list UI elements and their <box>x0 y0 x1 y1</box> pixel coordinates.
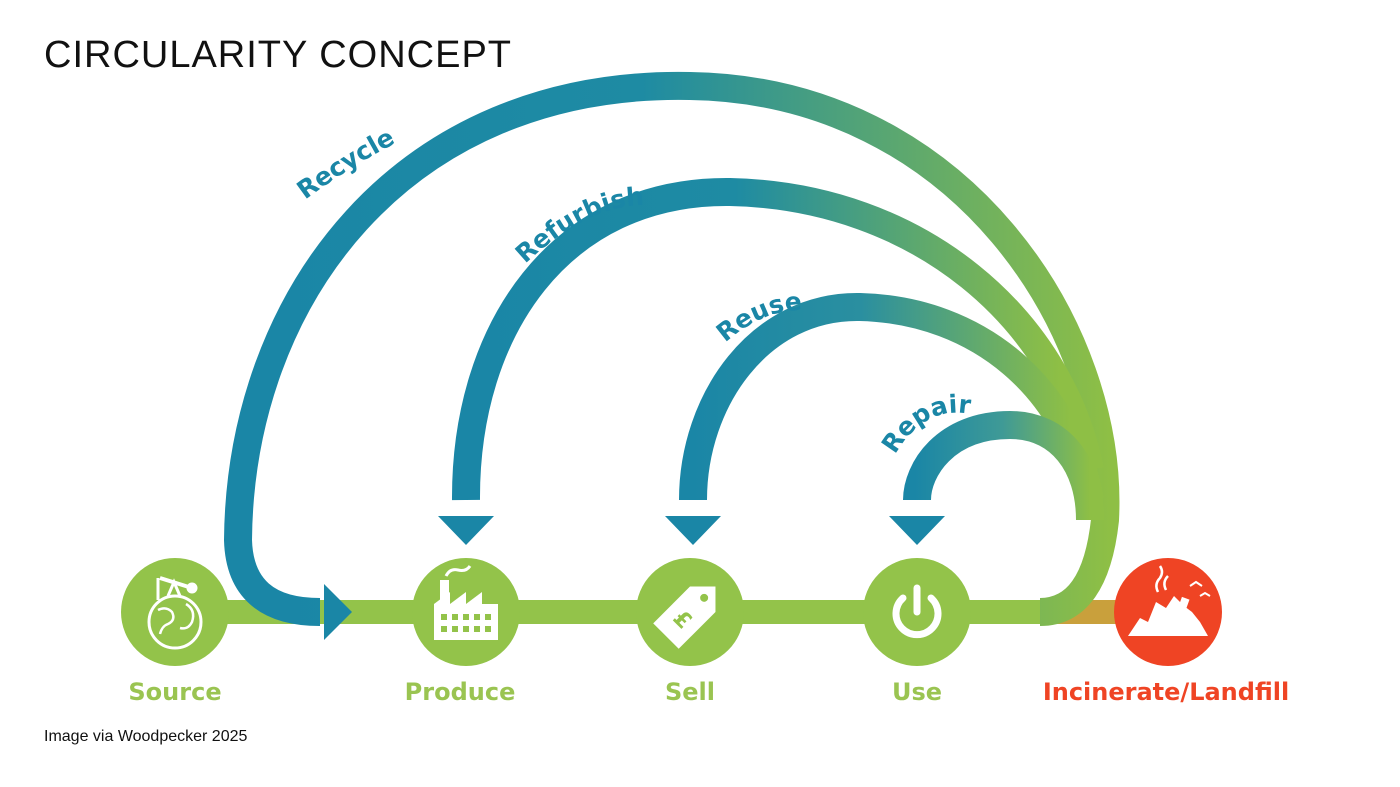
stage-source: Source <box>121 558 229 706</box>
image-caption: Image via Woodpecker 2025 <box>44 728 248 745</box>
oil-pump-globe-icon <box>147 576 203 650</box>
stage-use: Use <box>863 558 971 706</box>
price-tag-icon: £ <box>653 586 716 649</box>
stage-label-sell: Sell <box>665 678 715 706</box>
loop-reuse <box>665 292 1104 545</box>
stage-landfill: Incinerate/Landfill <box>1043 558 1289 706</box>
loop-repair <box>889 410 1104 545</box>
stage-label-use: Use <box>892 678 942 706</box>
stage-label-produce: Produce <box>405 678 516 706</box>
stage-produce: Produce <box>405 558 520 706</box>
refurbish-arrowhead <box>438 516 494 545</box>
reuse-arrowhead <box>665 516 721 545</box>
recycle-arrowhead <box>324 584 352 640</box>
loop-recycle <box>223 71 1120 640</box>
stage-sell: £ Sell <box>636 558 744 706</box>
stage-label-landfill: Incinerate/Landfill <box>1043 678 1289 706</box>
landfill-icon <box>1128 565 1211 636</box>
repair-arrowhead <box>889 516 945 545</box>
power-icon <box>892 584 942 639</box>
loop-refurbish <box>438 177 1104 545</box>
factory-icon <box>434 565 498 640</box>
stage-label-source: Source <box>128 678 221 706</box>
slide-title: CIRCULARITY CONCEPT <box>44 34 513 76</box>
